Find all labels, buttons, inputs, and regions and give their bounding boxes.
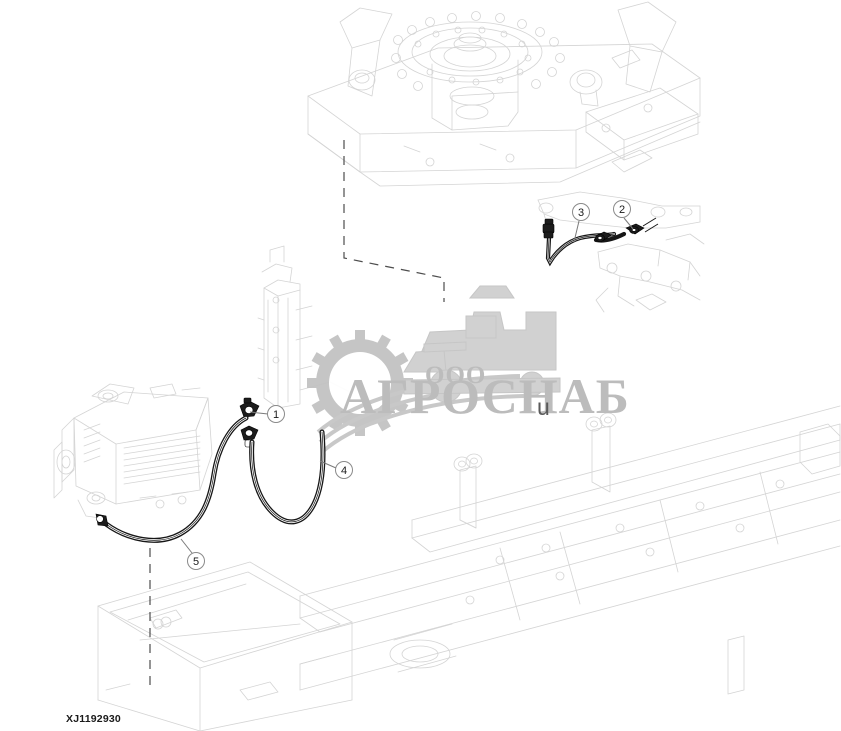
- hose-short-loop: [249, 429, 326, 525]
- callout-4-number: 4: [341, 465, 347, 477]
- callout-5-circle: [187, 552, 205, 570]
- callout-3-circle: [572, 203, 590, 221]
- left-pump-valve-assembly: [53, 383, 213, 519]
- hose-fitting-tee-lower: [240, 425, 259, 448]
- callout-1-number: 1: [273, 409, 279, 421]
- callout-5[interactable]: 5: [180, 538, 205, 570]
- stray-glyph-text: u: [537, 394, 550, 420]
- upper-turntable-assembly: [307, 1, 701, 187]
- callout-3-leader: [573, 220, 580, 243]
- watermark-company-form-text: ООО: [425, 362, 486, 389]
- callout-2-circle: [613, 200, 631, 218]
- drawing-number-label: XJ1192930: [66, 713, 121, 725]
- callout-2-number: 2: [619, 204, 625, 216]
- callout-5-leader: [180, 538, 193, 554]
- hose-long-loop: [103, 415, 249, 543]
- gear-icon: [307, 330, 413, 436]
- callout-3[interactable]: 3: [572, 203, 590, 243]
- callout-2[interactable]: 2: [613, 200, 634, 230]
- callout-4-leader: [319, 460, 337, 469]
- alignment-line-upper: [343, 140, 445, 302]
- hose-fitting-right-tip: [642, 217, 659, 233]
- callout-3-number: 3: [578, 207, 584, 219]
- callout-5-number: 5: [193, 556, 199, 568]
- callout-1-leader: [249, 411, 269, 415]
- callout-4-circle: [335, 461, 353, 479]
- hose-fitting-upper-left: [542, 218, 555, 239]
- callout-1[interactable]: 1: [249, 405, 285, 423]
- hose-fitting-mid-right: [595, 231, 612, 242]
- callout-2-leader: [623, 217, 634, 230]
- upper-right-bracket-assembly: [537, 191, 705, 313]
- hose-fitting-pump-end: [95, 513, 109, 527]
- lower-left-platform-assembly: [97, 561, 353, 731]
- watermark-company-name-text: АГРОСНАБ: [340, 368, 630, 424]
- hose-fitting-tee-upper: [239, 397, 260, 418]
- combine-harvester-icon: [403, 285, 561, 403]
- callout-1-circle: [267, 405, 285, 423]
- callout-4[interactable]: 4: [319, 460, 353, 479]
